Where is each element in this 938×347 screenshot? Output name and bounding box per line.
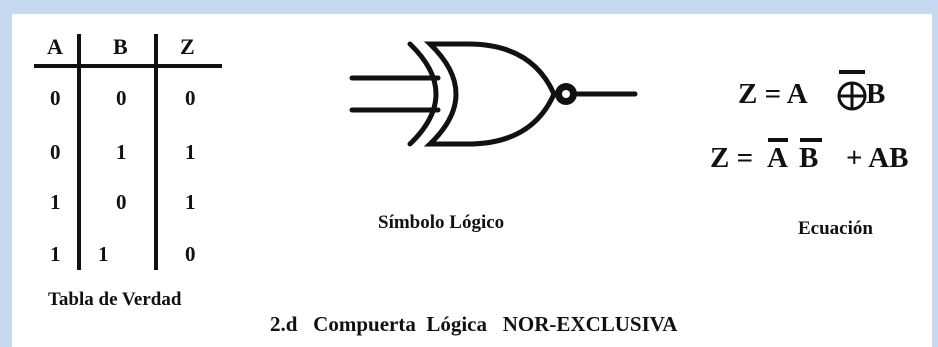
truth-table-caption: Tabla de Verdad [48, 289, 182, 310]
cell-r2-z: 1 [185, 140, 196, 164]
cell-r3-a: 1 [50, 190, 61, 214]
cell-r4-a: 1 [50, 242, 61, 266]
equation-1-rhs: B [866, 78, 886, 110]
header-z: Z [180, 34, 195, 59]
gate-body [423, 41, 557, 147]
cell-r4-z: 0 [185, 242, 196, 266]
figure-panel [12, 14, 932, 347]
header-a: A [47, 34, 63, 59]
equation-2-bar-a: A [767, 142, 788, 174]
cell-r2-a: 0 [50, 140, 61, 164]
cell-r3-b: 0 [116, 190, 127, 214]
equation-caption: Ecuación [798, 218, 873, 239]
cell-r2-b: 1 [116, 140, 127, 164]
cell-r1-a: 0 [50, 86, 61, 110]
cell-r4-b: 1 [98, 242, 109, 266]
gate-xor-input-arc [407, 41, 439, 147]
equation-1-lhs: Z = A [738, 78, 808, 110]
figure-title: 2.d Compuerta Lógica NOR-EXCLUSIVA [270, 312, 678, 336]
cell-r1-z: 0 [185, 86, 196, 110]
cell-r3-z: 1 [185, 190, 196, 214]
equation-2-lhs: Z = [710, 142, 754, 174]
symbol-caption: Símbolo Lógico [378, 212, 505, 233]
equation-2-rest: + AB [846, 142, 909, 174]
header-b: B [113, 34, 128, 59]
cell-r1-b: 0 [116, 86, 127, 110]
equation-2-bar-b: B [799, 142, 819, 174]
xnor-gate-symbol [349, 41, 638, 147]
